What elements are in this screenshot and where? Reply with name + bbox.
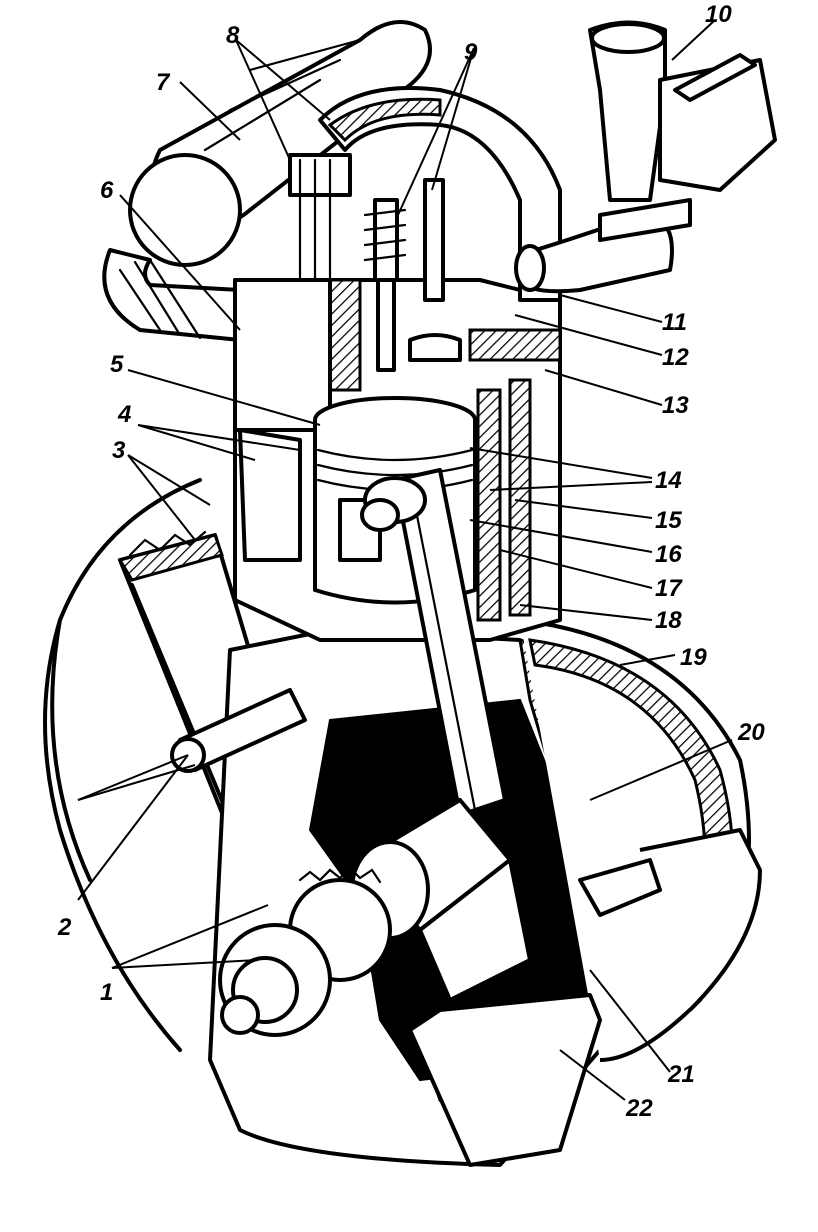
callout-22: 22 (625, 1095, 653, 1122)
callout-16: 16 (655, 541, 682, 568)
callout-19: 19 (680, 644, 707, 671)
carburetor (514, 20, 777, 294)
callout-8: 8 (226, 22, 240, 49)
callout-labels: 1 2 3 4 5 6 7 8 9 10 11 12 13 14 15 16 1… (57, 1, 765, 1122)
camshaft (170, 688, 307, 773)
callout-21: 21 (667, 1061, 695, 1088)
leader-lines (77, 19, 733, 1101)
valves (363, 178, 462, 372)
callout-2: 2 (57, 914, 72, 941)
callout-1: 1 (100, 979, 113, 1006)
oil-pan (408, 858, 662, 1167)
callout-4: 4 (117, 401, 131, 428)
callout-10: 10 (705, 1, 732, 28)
callout-17: 17 (655, 575, 683, 602)
callout-20: 20 (737, 719, 765, 746)
callout-9: 9 (464, 39, 478, 66)
callout-13: 13 (662, 392, 689, 419)
callout-5: 5 (110, 351, 124, 378)
callout-18: 18 (655, 607, 682, 634)
timing-gears (218, 866, 392, 1037)
callout-6: 6 (100, 177, 114, 204)
connecting-rod (360, 468, 507, 817)
cooling-shroud (519, 618, 762, 1062)
cylinder-head-cover (288, 86, 562, 302)
callout-15: 15 (655, 507, 682, 534)
callout-11: 11 (662, 309, 687, 336)
flywheel-housing (43, 478, 202, 1052)
callout-7: 7 (156, 69, 171, 96)
callout-12: 12 (662, 344, 689, 371)
callout-3: 3 (112, 437, 126, 464)
callout-14: 14 (655, 467, 682, 494)
